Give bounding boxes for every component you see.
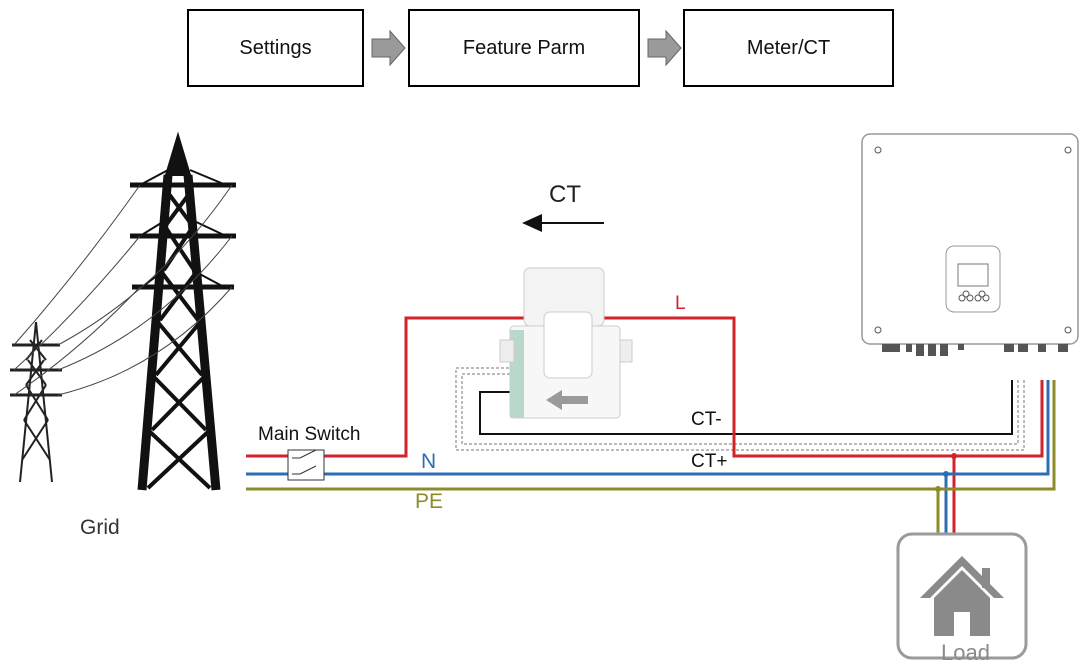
flow-step-settings: Settings	[187, 9, 364, 87]
line-wire	[246, 316, 1044, 536]
neutral-wire	[246, 380, 1050, 536]
flow-step-feature-parm-label: Feature Parm	[462, 36, 586, 59]
main-switch-label: Main Switch	[258, 424, 361, 445]
flow-arrow-icon	[371, 29, 406, 67]
ct-direction-arrow-icon	[522, 214, 604, 232]
inverter-icon	[861, 133, 1079, 356]
ct-minus-label: CT-	[691, 409, 722, 430]
earth-wire	[246, 380, 1056, 536]
load-label: Load	[941, 640, 990, 665]
ct-cable-sheath	[455, 367, 1025, 451]
flow-arrow-icon	[647, 29, 682, 67]
line-label: L	[675, 293, 686, 314]
grid-label: Grid	[80, 516, 120, 539]
earth-junction-dot	[935, 486, 941, 492]
earth-label: PE	[415, 490, 444, 513]
ct-plus-label: CT+	[691, 451, 728, 472]
ct-minus-wire	[479, 380, 1013, 435]
load-house-icon	[896, 532, 1028, 660]
flow-step-settings-label: Settings	[239, 36, 312, 59]
ct-clamp-icon	[499, 267, 633, 419]
ct-direction-label: CT	[549, 181, 581, 208]
small-pylon-icon	[10, 321, 62, 483]
flow-step-meter-ct: Meter/CT	[683, 9, 894, 87]
flow-step-feature-parm: Feature Parm	[408, 9, 640, 87]
main-switch-icon	[287, 449, 325, 481]
neutral-label: N	[421, 450, 437, 473]
overhead-wires	[13, 184, 233, 396]
large-pylon-icon	[130, 131, 236, 491]
flow-step-meter-ct-label: Meter/CT	[746, 36, 831, 59]
line-junction-dot	[951, 453, 957, 459]
neutral-junction-dot	[943, 471, 949, 477]
